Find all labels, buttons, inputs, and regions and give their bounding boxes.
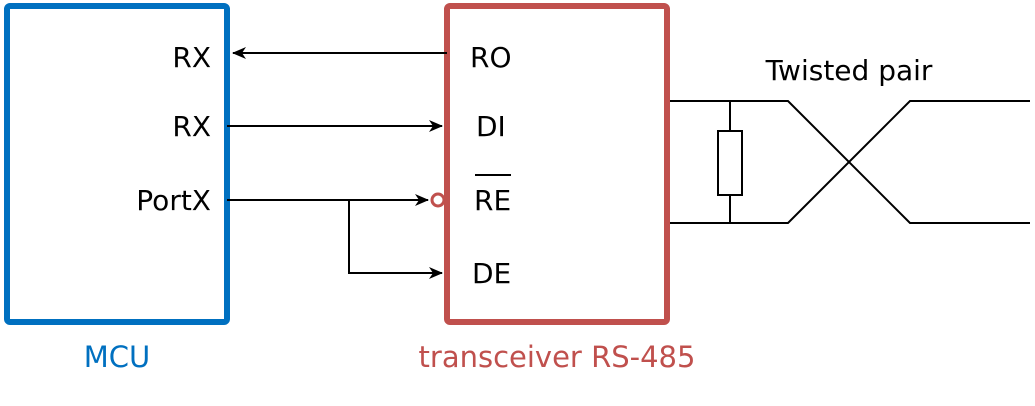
transceiver-pin-di: DI (476, 110, 506, 143)
wire-portx-to-de (348, 200, 443, 279)
transceiver-caption: transceiver RS-485 (419, 340, 696, 374)
twisted-pair-label: Twisted pair (765, 54, 933, 87)
mcu-pin-rx-2: RX (172, 110, 211, 143)
mcu-pin-portx: PortX (136, 184, 211, 217)
mcu-pin-rx-1: RX (172, 41, 211, 74)
transceiver-block (444, 3, 670, 325)
transceiver-pin-de: DE (472, 257, 511, 290)
transceiver-pin-ro: RO (470, 41, 512, 74)
termination-resistor (717, 130, 743, 196)
re-inversion-bubble (430, 192, 446, 208)
mcu-block (4, 3, 230, 325)
transceiver-pin-re: RE (474, 184, 511, 217)
mcu-caption: MCU (84, 340, 151, 374)
